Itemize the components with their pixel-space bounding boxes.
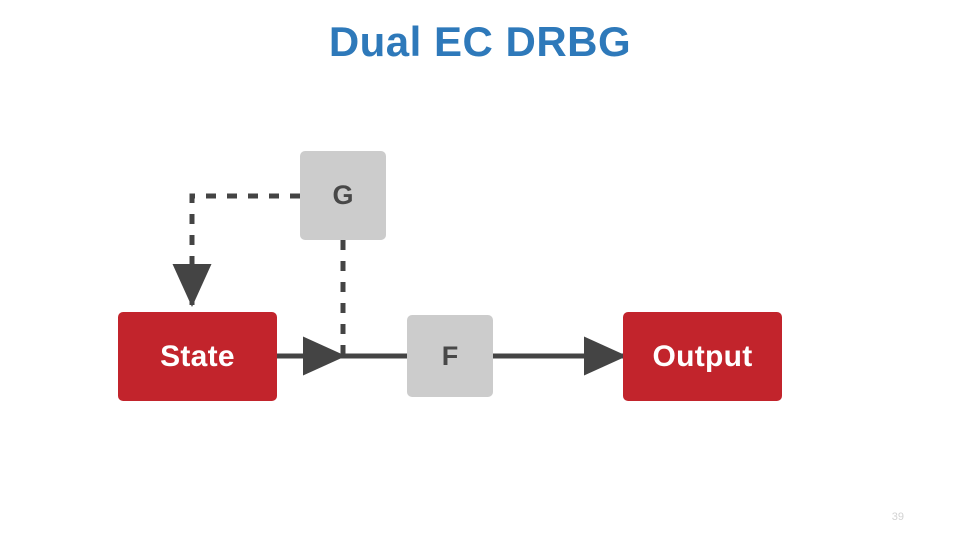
diagram-node-f[interactable]: F xyxy=(407,315,493,397)
diagram-node-output-label: Output xyxy=(652,339,753,373)
diagram-node-f-label: F xyxy=(441,340,459,371)
page-title: Dual EC DRBG xyxy=(328,18,632,65)
page-number: 39 xyxy=(891,511,904,523)
diagram-node-g[interactable]: G xyxy=(300,151,386,240)
diagram-node-output[interactable]: Output xyxy=(623,312,782,401)
edge-g-to-state xyxy=(172,193,300,308)
diagram-node-g-label: G xyxy=(332,180,354,210)
diagram-node-state-label: State xyxy=(160,339,235,373)
diagram-node-state[interactable]: State xyxy=(118,312,277,401)
